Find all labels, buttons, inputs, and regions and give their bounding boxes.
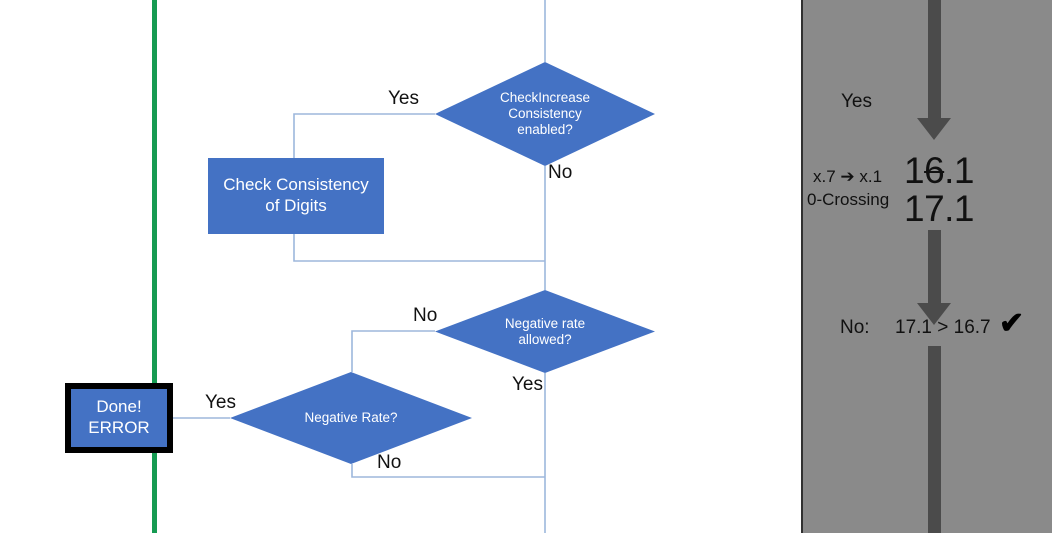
edge-label-no-negative-rate: No xyxy=(377,452,402,473)
panel-arrow-column xyxy=(803,0,1052,533)
arrow-shaft-middle xyxy=(928,230,941,305)
panel-result-label: No: xyxy=(840,317,870,338)
node-check-consistency-of-digits[interactable]: Check Consistency of Digits xyxy=(208,158,384,234)
edge-label-yes-negative-rate-allowed: Yes xyxy=(512,374,543,395)
panel-annotation-line-1: x.7 ➔ x.1 xyxy=(813,167,883,186)
edge-label-yes-check-increase: Yes xyxy=(388,88,419,109)
side-panel: Yes x.7 ➔ x.1 0-Crossing 16.1 17.1 No: 1… xyxy=(801,0,1052,533)
old-value-suffix: .1 xyxy=(944,150,975,191)
node-label: Negative rate allowed? xyxy=(504,315,586,347)
node-done-error[interactable]: Done! ERROR xyxy=(65,383,173,453)
flowchart-region: CheckIncrease Consistency enabled? Check… xyxy=(65,0,655,533)
panel-result-checkmark: ✔ xyxy=(999,307,1025,340)
arrow-shaft-top xyxy=(928,0,941,120)
arrow-shaft-bottom xyxy=(928,346,941,533)
arrow-head-top xyxy=(917,118,951,140)
green-vertical-rail xyxy=(152,0,157,533)
panel-yes-label: Yes xyxy=(841,91,872,112)
edge-label-no-negative-rate-allowed: No xyxy=(413,305,438,326)
panel-annotation-line-2: 0-Crossing xyxy=(807,190,890,209)
panel-old-value: 16.1 xyxy=(904,150,975,191)
node-label: Negative Rate? xyxy=(304,410,398,426)
panel-result-comparison: 17.1 > 16.7 xyxy=(895,317,991,338)
node-label: Done! ERROR xyxy=(88,397,150,437)
node-label: Check Consistency of Digits xyxy=(223,175,369,215)
old-value-prefix: 1 xyxy=(904,150,925,191)
edge-label-yes-done-error: Yes xyxy=(205,392,236,413)
old-value-struck-digit: 6 xyxy=(924,150,945,191)
edge-label-no-check-increase: No xyxy=(548,162,573,183)
connector-wires xyxy=(173,0,546,533)
panel-new-value: 17.1 xyxy=(904,188,975,229)
node-label: CheckIncrease Consistency enabled? xyxy=(499,90,591,137)
arrow-head-middle xyxy=(917,303,951,325)
